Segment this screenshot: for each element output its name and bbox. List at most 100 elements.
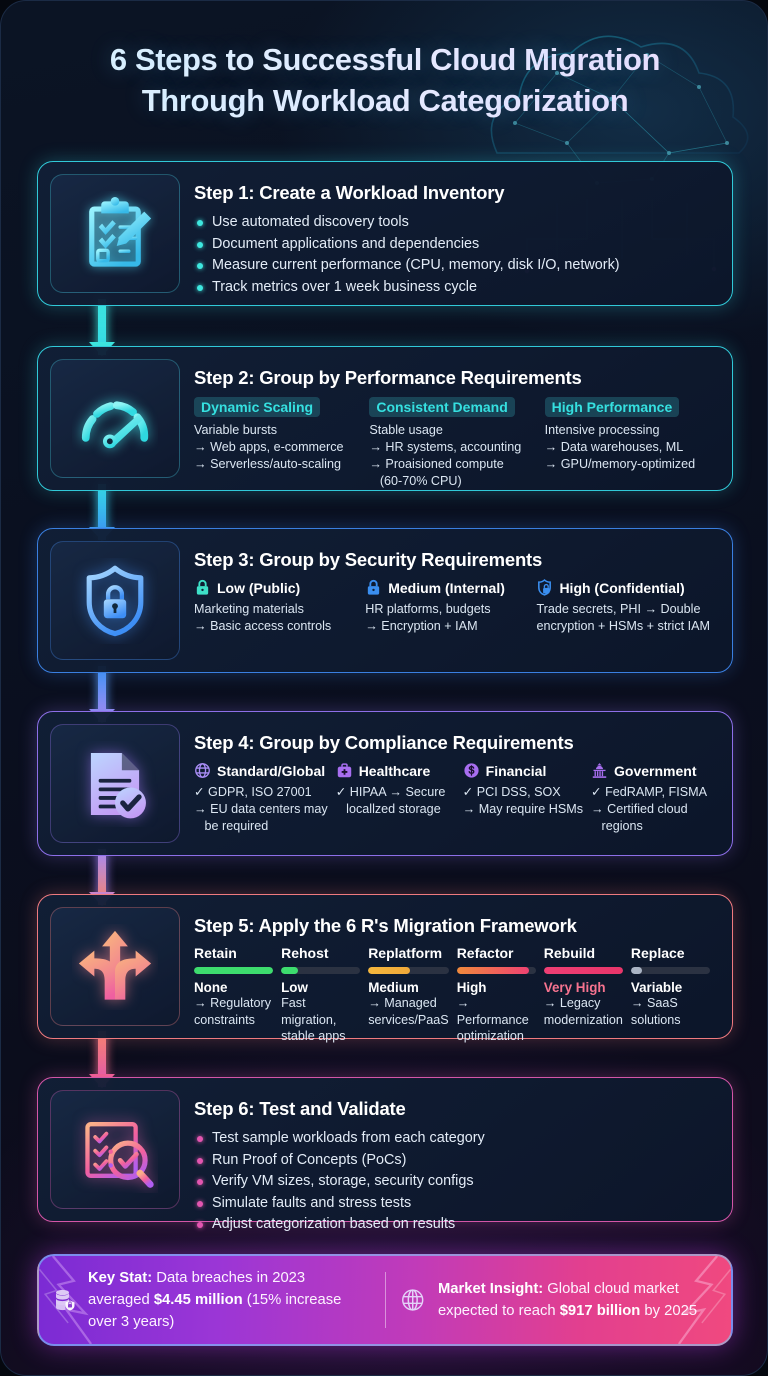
effort-level-label: Very High (543, 980, 606, 995)
step-card-4[interactable]: Step 4: Group by Compliance Requirements… (37, 711, 733, 856)
footer-market-highlight: $917 billion (559, 1303, 641, 1319)
column-header-label: Healthcare (358, 762, 431, 779)
bullet-item: Verify VM sizes, storage, security confi… (194, 1171, 710, 1193)
category-chip: Consistent Demand (369, 397, 515, 417)
padlock-icon (368, 579, 380, 595)
step-card-3[interactable]: Step 3: Group by Security Requirements L… (37, 528, 733, 673)
detail-line: ✓ FedRAMP, FISMA (591, 785, 708, 799)
detail-line: Variable bursts (194, 423, 278, 437)
column-header-label: Medium (Internal) (388, 579, 505, 596)
step-4-title: Step 4: Group by Compliance Requirements (194, 732, 574, 753)
effort-meter-fill (194, 967, 274, 974)
effort-level-label: High (456, 980, 487, 995)
checklist-magnifier-icon (85, 1121, 154, 1188)
column-detail: ✓ HIPAA → Secure locallzed storage (336, 784, 455, 818)
effort-meter-fill (456, 967, 530, 974)
detail-line: → Proaisioned compute (369, 457, 504, 471)
column-header: Standard/Global (194, 762, 328, 779)
footer-divider (384, 1272, 386, 1328)
detail-line: → Legacy (543, 996, 601, 1010)
step-card-1[interactable]: Step 1: Create a Workload Inventory Use … (37, 161, 733, 306)
shield-lock-icon (538, 579, 552, 596)
detail-line: Marketing materials (194, 602, 304, 616)
detail-line: modernization (543, 1012, 623, 1027)
detail-line: stable apps (281, 1029, 346, 1043)
step-card-6[interactable]: Step 6: Test and Validate Test sample wo… (37, 1077, 733, 1232)
requirement-column: Healthcare ✓ HIPAA → Secure locallzed sto… (336, 762, 455, 835)
footer-market-text-1: Global cloud market expected to reach (437, 1281, 679, 1319)
step-1-title: Step 1: Create a Workload Inventory (194, 182, 505, 203)
step-2-title: Step 2: Group by Performance Requirement… (194, 367, 582, 388)
effort-meter-fill (630, 967, 642, 974)
step-2-icon-box (50, 359, 180, 478)
bullet-item: Adjust categorization based on results (194, 1214, 710, 1236)
r-strategy-detail: → Legacy modernization (544, 995, 623, 1028)
r-strategy-name: Retain (194, 945, 237, 961)
effort-meter (281, 967, 361, 974)
detail-line: ✓ PCI DSS, SOX (462, 785, 561, 799)
step-2-body: Step 2: Group by Performance Requirement… (190, 359, 720, 488)
effort-level-label: Low (281, 980, 308, 995)
detail-line: Intensive processing (544, 423, 660, 437)
footer-market-text-2: by 2025 (640, 1303, 698, 1319)
footer-key-stat-text-2: (15% increase over 3 years) (88, 1292, 342, 1330)
detail-line: HR platforms, budgets (365, 602, 491, 616)
column-detail: HR platforms, budgets → Encryption + IAM (365, 601, 526, 635)
effort-level-label: Medium (368, 980, 419, 995)
category-chip: Dynamic Scaling (194, 397, 321, 417)
bullet-item: Document applications and dependencies (194, 234, 710, 256)
detail-line: encryption + HSMs + strict IAM (536, 619, 711, 633)
detail-line: optimization (456, 1029, 524, 1043)
column-detail: Marketing materials→ Basic access contro… (194, 601, 355, 635)
step-6-bullet-list: Test sample workloads from each category… (194, 1128, 710, 1236)
detail-line: Stable usage (369, 423, 443, 437)
detail-line: → Encryption + IAM (365, 619, 478, 633)
step-1-icon-box (50, 174, 180, 293)
step-3-title: Step 3: Group by Security Requirements (194, 549, 543, 570)
column-detail: ✓ PCI DSS, SOX → May require HSMs (463, 784, 583, 818)
footer-market-insight: Market Insight: Global cloud market expe… (386, 1277, 732, 1323)
detail-line: services/PaaS (368, 1012, 449, 1027)
clipboard-checklist-pencil-icon (89, 196, 152, 267)
bullet-item: Simulate faults and stress tests (194, 1193, 710, 1215)
effort-meter (194, 967, 274, 974)
detail-line: → May require HSMs (462, 802, 584, 816)
requirement-column: Low (Public)Marketing materials→ Basic a… (194, 579, 355, 635)
footer-key-stat: Key Stat: Data breaches in 2023 averaged… (39, 1267, 385, 1333)
bullet-item: Test sample workloads from each category (194, 1128, 710, 1150)
bullet-item: Measure current performance (CPU, memory… (194, 255, 710, 277)
effort-meter (456, 967, 536, 974)
effort-level-label: None (194, 980, 228, 995)
column-detail: ✓ FedRAMP, FISMA→ Certified cloud region… (591, 784, 710, 835)
step-card-2[interactable]: Step 2: Group by Performance Requirement… (37, 346, 733, 491)
step-3-body: Step 3: Group by Security Requirements L… (190, 541, 720, 660)
detail-line: → GPU/memory-optimized (544, 457, 696, 471)
step-6-title: Step 6: Test and Validate (194, 1098, 406, 1119)
title-line-2: Through Workload Categorization (1, 80, 767, 121)
detail-line: ✓ HIPAA → Secure (335, 785, 446, 799)
effort-meter (630, 967, 710, 974)
padlock-icon (196, 579, 209, 595)
globe-icon (195, 763, 210, 778)
title-line-1: 6 Steps to Successful Cloud Migration (1, 39, 767, 80)
r-strategy-name: Rebuild (543, 945, 596, 961)
detail-line: ✓ GDPR, ISO 27001 (194, 785, 312, 799)
r-strategy-name: Replatform (368, 945, 443, 961)
globe-icon (401, 1289, 423, 1311)
footer-key-stat-highlight: $4.45 million (153, 1292, 243, 1308)
footer-key-stat-text: Key Stat: Data breaches in 2023 averaged… (88, 1267, 371, 1333)
step-4-columns: Standard/Global✓ GDPR, ISO 27001→ EU dat… (194, 762, 710, 835)
category-detail: Intensive processing → Data warehouses, M… (545, 422, 710, 473)
step-6-icon-box (50, 1090, 180, 1209)
detail-line: locallzed storage (335, 802, 441, 816)
detail-line: → Managed (368, 996, 437, 1010)
detail-line: → Data warehouses, ML (544, 440, 684, 454)
shield-lock-icon (86, 565, 144, 636)
detail-line: Trade secrets, PHI → Double (536, 602, 701, 616)
step-card-5[interactable]: Step 5: Apply the 6 R's Migration Framew… (37, 894, 733, 1043)
